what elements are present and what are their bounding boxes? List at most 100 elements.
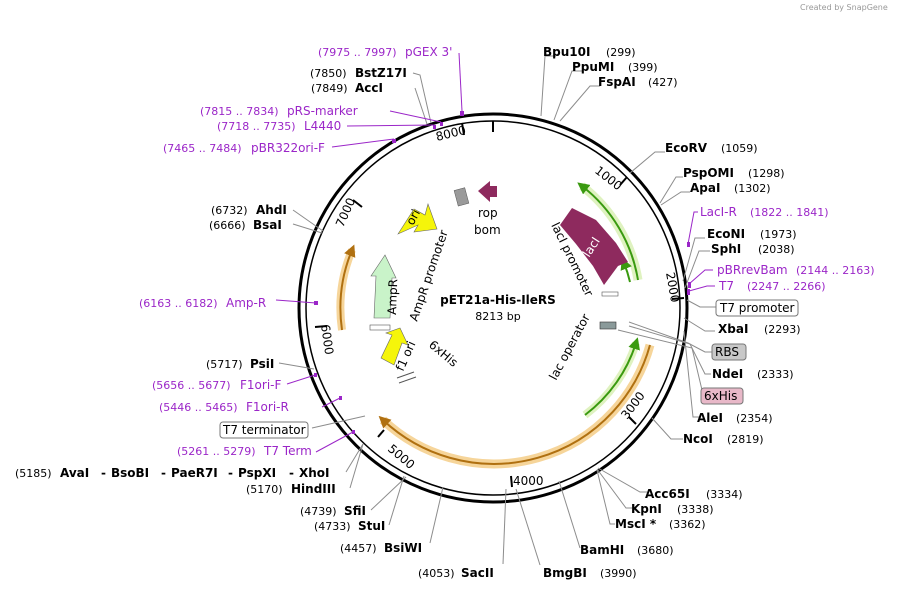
ileRS-arc-line — [378, 344, 651, 465]
alei-leader — [683, 330, 700, 418]
bsiwi-name: BsiWI — [384, 541, 422, 555]
acc65i-name: Acc65I — [645, 487, 690, 501]
stui-leader — [388, 475, 405, 526]
laci-r-pos: (1822 .. 1841) — [750, 206, 829, 219]
l4440-name: L4440 — [304, 119, 341, 133]
ampr-promoter-label: AmpR promoter — [407, 228, 451, 323]
tick-6000: 6000 — [318, 323, 336, 355]
f1ori-r-name: F1ori-R — [246, 400, 289, 414]
rbs-leader — [628, 321, 714, 353]
avai-name: AvaI — [60, 466, 89, 480]
bpu10i-leader — [540, 55, 556, 117]
laci-arc-line — [577, 182, 639, 281]
t7terminator-leader — [311, 415, 366, 429]
pbr322-leader — [331, 138, 395, 148]
f1ori-f-name: F1ori-F — [240, 378, 281, 392]
f1ori-f-leader — [286, 374, 316, 385]
hindiii-pos: (5170) — [246, 483, 283, 496]
acc65i-pos: (3334) — [706, 488, 743, 501]
ncoi-pos: (2819) — [727, 433, 764, 446]
bamhi-pos: (3680) — [637, 544, 674, 557]
tick-7000: 7000 — [333, 196, 358, 230]
plasmid-size: 8213 bp — [475, 310, 520, 323]
econi-leader — [682, 237, 705, 282]
f1ori-arrow — [380, 327, 409, 366]
l4440-mark — [433, 125, 436, 129]
bpu10i-name: Bpu10I — [543, 45, 590, 59]
ampr-arc-line — [339, 244, 356, 331]
paer7i-name: PaeR7I — [171, 466, 218, 480]
plasmid-title: pET21a-His-IleRS — [440, 293, 556, 307]
laci-prom-arc — [620, 257, 632, 283]
tick-mark-7000 — [352, 199, 363, 208]
ampr-primer-leader — [275, 299, 317, 304]
pspomi-name: PspOMI — [683, 166, 734, 180]
rop-arrow — [478, 181, 497, 202]
alei-name: AleI — [697, 411, 723, 425]
t7-name: T7 — [718, 279, 734, 293]
tick-mark-5000 — [377, 429, 385, 438]
rbs-box — [711, 343, 747, 361]
stui-name: StuI — [358, 519, 385, 533]
ecorv-pos: (1059) — [721, 142, 758, 155]
ampr-arrow — [370, 254, 397, 319]
multi-leader — [345, 443, 364, 473]
pbr322-pos: (7465 .. 7484) — [163, 142, 242, 155]
alei-pos: (2354) — [736, 412, 773, 425]
fspai-name: FspAI — [598, 75, 636, 89]
his-label: 6xHis — [426, 338, 461, 370]
kpni-pos: (3338) — [677, 503, 714, 516]
pbr322-name: pBR322ori-F — [251, 141, 325, 155]
bsiwi-pos: (4457) — [340, 542, 377, 555]
his-tick-2 — [398, 376, 417, 384]
ndei-name: NdeI — [712, 367, 743, 381]
ori-arrow — [397, 203, 438, 235]
backbone-inner — [305, 120, 681, 496]
t7-promoter-label: T7 promoter — [719, 301, 795, 315]
pspomi-leader — [659, 176, 683, 204]
xhoi-name: XhoI — [299, 466, 330, 480]
t7-pos: (2247 .. 2266) — [747, 280, 826, 293]
pgex3-mark — [460, 111, 464, 116]
ori-label: ori — [403, 207, 423, 227]
psii-leader — [278, 362, 315, 370]
ecorv-leader — [629, 151, 665, 174]
bstz17i-name: BstZ17I — [355, 66, 407, 80]
kpni-name: KpnI — [631, 502, 662, 516]
tick-mark-1000 — [619, 176, 628, 186]
ampr-primer-pos: (6163 .. 6182) — [139, 297, 218, 310]
sfii-leader — [370, 476, 407, 511]
econi-pos: (1973) — [760, 228, 797, 241]
acc65i-leader — [597, 467, 647, 493]
f1ori-r-leader — [321, 397, 341, 408]
tick-4000: 4000 — [513, 474, 544, 488]
laci-arrow — [560, 208, 628, 285]
sfii-pos: (4739) — [300, 505, 337, 518]
bsiwi-leader — [429, 486, 444, 544]
pgex3-name: pGEX 3' — [405, 45, 452, 59]
bsai-leader — [292, 223, 323, 234]
bmgbi-name: BmgBI — [543, 566, 587, 580]
kpni-leader — [596, 468, 632, 509]
multi-sep-3: - — [228, 466, 233, 480]
ppumi-leader — [553, 70, 582, 121]
pbrrevbam-pos: (2144 .. 2163) — [796, 264, 875, 277]
f1ori-r-pos: (5446 .. 5465) — [159, 401, 238, 414]
apai-leader — [660, 191, 690, 206]
laci-promoter-block — [601, 291, 619, 297]
prs-name: pRS-marker — [287, 104, 358, 118]
t7prom-leader — [686, 299, 716, 308]
prs-mark — [440, 122, 443, 126]
ndei-leader — [628, 325, 711, 375]
sacii-pos: (4053) — [418, 567, 455, 580]
acci-pos: (7849) — [311, 82, 348, 95]
pspxi-name: PspXI — [238, 466, 276, 480]
his-box-label: 6xHis — [704, 389, 737, 403]
t7-terminator-label: T7 terminator — [222, 423, 306, 437]
rop-label: rop — [478, 206, 498, 220]
msci-leader — [596, 469, 615, 525]
xbai-leader — [683, 317, 715, 332]
sphi-pos: (2038) — [758, 243, 795, 256]
acci-name: AccI — [355, 81, 383, 95]
